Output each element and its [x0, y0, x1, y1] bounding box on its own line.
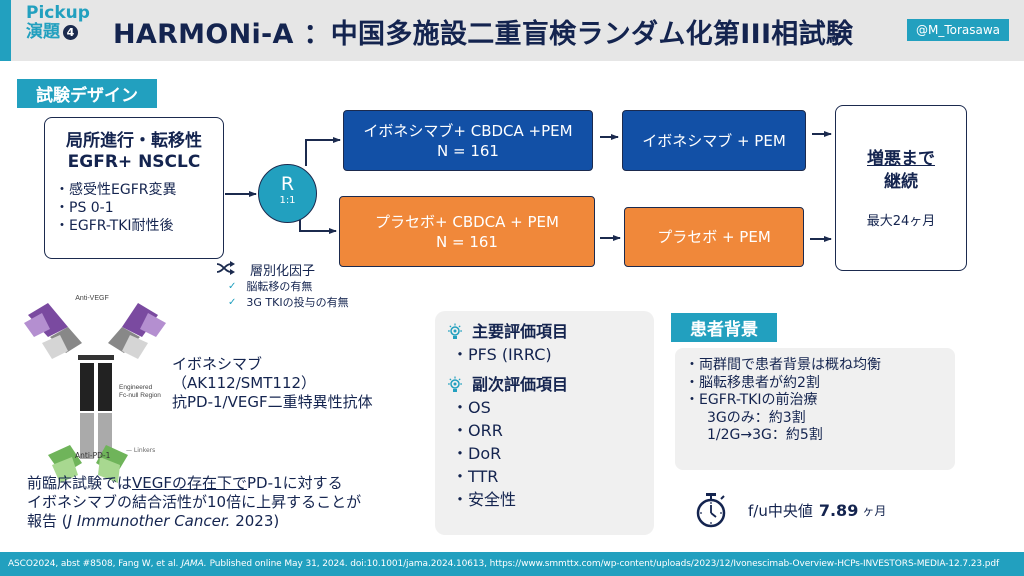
reference-text: Published online May 31, 2024. doi:10.10… [209, 559, 1000, 569]
continuation-max-duration: 最大24ヶ月 [866, 214, 936, 229]
fc-region-right [98, 363, 112, 411]
secondary-endpoint-item: ・DoR [452, 444, 502, 463]
lightbulb-icon [448, 323, 462, 339]
stratification-factor: 3G TKIの投与の有無 [246, 296, 349, 309]
primary-endpoint-item: ・PFS (IRRC) [452, 345, 552, 364]
followup-median: f/u中央値 7.89 ヶ月 [694, 492, 886, 528]
secondary-endpoint-item: ・ORR [452, 421, 503, 440]
randomization-label: R [280, 173, 295, 195]
note-underlined-text: VEGFの存在下で [132, 474, 248, 492]
right-light-chain [122, 335, 148, 359]
slide-header: Pickup 演題 4 HARMONi-A ：中国多施設二重盲検ランダム化第II… [0, 0, 1024, 61]
arm-name: プラセボ+ CBDCA + PEM [375, 212, 559, 231]
stratification-factor: 脳転移の有無 [246, 280, 313, 293]
drug-info: イボネシマブ （AK112/SMT112） 抗PD-1/VEGF二重特異性抗体 [172, 355, 373, 412]
check-icon: ✓ [228, 297, 237, 308]
pickup-text: Pickup [26, 3, 90, 23]
criteria-item: ・PS 0-1 [55, 200, 114, 216]
antibody-structure-diagram: Anti-VEGF Engineered Fc-null Region [24, 295, 166, 459]
label-anti-vegf: Anti-VEGF [75, 295, 108, 302]
endpoints-panel: 主要評価項目 ・PFS (IRRC) 副次評価項目 ・OS ・ORR ・DoR … [435, 311, 654, 535]
secondary-endpoint-item: ・OS [452, 398, 491, 417]
maintenance-ivonescimab: イボネシマブ + PEM [622, 110, 806, 171]
lightbulb-icon [448, 376, 462, 392]
criteria-item: ・EGFR-TKI耐性後 [55, 218, 174, 234]
note-text: 前臨床試験では [27, 474, 133, 492]
stopwatch-icon [696, 493, 726, 528]
followup-unit: ヶ月 [862, 503, 887, 518]
note-text: PD-1に対する [247, 474, 343, 492]
label-linkers: — Linkers [126, 447, 156, 454]
note-text: イボネシマブの結合活性が10倍に上昇することが [27, 493, 362, 511]
left-heavy-chain [50, 327, 82, 353]
right-vegf-domain [122, 303, 158, 337]
arm-placebo-chemo: プラセボ+ CBDCA + PEM N = 161 [339, 196, 595, 267]
patient-sub-item: 3Gのみ：約3割 [707, 409, 806, 426]
arm-ivonescimab-chemo: イボネシマブ+ CBDCA +PEM N = 161 [343, 110, 593, 171]
shuffle-icon [216, 260, 238, 279]
followup-value: 7.89 [818, 500, 859, 520]
session-number-badge: 4 [63, 25, 78, 40]
arm-n: N = 161 [436, 232, 498, 251]
randomization-circle: R 1:1 [258, 164, 317, 223]
left-vegf-domain [28, 303, 68, 337]
label-engineered: Engineered [119, 384, 153, 391]
stratification-label: 層別化因子 [250, 264, 316, 279]
header-accent-bar [0, 0, 11, 61]
patient-item: ・EGFR-TKIの前治療 [685, 392, 818, 408]
patient-item: ・脳転移患者が約2割 [685, 374, 820, 391]
author-handle-badge: @M_Torasawa [907, 19, 1009, 41]
maintenance-name: プラセボ + PEM [657, 228, 771, 246]
randomization-ratio: 1:1 [279, 195, 296, 206]
continuation-title-line1: 増悪まで [867, 149, 935, 169]
continuation-box: 増悪まで 継続 最大24ヶ月 [835, 105, 967, 271]
right-heavy-chain [108, 327, 140, 353]
patient-sub-item: 1/2G→3G：約5割 [707, 427, 823, 443]
check-icon: ✓ [228, 281, 237, 292]
study-design-tag: 試験デザイン [17, 79, 157, 108]
primary-endpoint-label: 主要評価項目 [472, 322, 569, 341]
patient-item: ・両群間で患者背景は概ね均衡 [685, 357, 881, 373]
page-title: HARMONi-A ：中国多施設二重盲検ランダム化第III相試験 [113, 19, 854, 50]
label-fc-null: Fc-null Region [119, 392, 161, 399]
stratification-factors: 層別化因子 ✓ 脳転移の有無 ✓ 3G TKIの投与の有無 [216, 260, 349, 311]
population-title-line1: 局所進行・転移性 [66, 131, 202, 151]
continuation-title-line2: 継続 [884, 172, 918, 192]
population-box: 局所進行・転移性 EGFR+ NSCLC ・感受性EGFR変異 ・PS 0-1 … [44, 117, 224, 259]
left-light-chain [42, 335, 68, 359]
hinge [78, 355, 114, 360]
references-footer: ASCO2024, abst #8508, Fang W, et al. JAM… [0, 552, 1024, 576]
drug-name: イボネシマブ [172, 355, 263, 373]
secondary-endpoint-label: 副次評価項目 [472, 375, 569, 394]
drug-description: 抗PD-1/VEGF二重特異性抗体 [172, 393, 373, 411]
drug-code: （AK112/SMT112） [172, 374, 317, 392]
population-title-line2: EGFR+ NSCLC [67, 152, 201, 172]
fc-region-left [80, 363, 94, 411]
anti-pd1-domains [48, 445, 148, 489]
session-label: 演題 [26, 22, 60, 42]
label-anti-pd1: Anti-PD-1 [75, 451, 111, 460]
followup-label: f/u中央値 [748, 501, 813, 520]
note-text: 2023) [230, 512, 280, 530]
arm-name: イボネシマブ+ CBDCA +PEM [363, 121, 573, 140]
preclinical-note: 前臨床試験ではVEGFの存在下でPD-1に対する イボネシマブの結合活性が10倍… [27, 474, 361, 531]
arrow-randomization-to-arm2 [299, 220, 337, 234]
reference-text: ASCO2024, abst #8508, Fang W, et al. [8, 559, 179, 569]
reference-journal: JAMA. [181, 559, 207, 569]
pickup-label: Pickup 演題 4 [26, 4, 90, 42]
note-journal: J Immunother Cancer. [67, 512, 231, 530]
secondary-endpoint-item: ・安全性 [452, 490, 517, 509]
patient-background-panel: ・両群間で患者背景は概ね均衡 ・脳転移患者が約2割 ・EGFR-TKIの前治療 … [675, 348, 955, 470]
arrow-randomization-to-arm1 [305, 137, 341, 166]
maintenance-name: イボネシマブ + PEM [642, 131, 786, 150]
secondary-endpoint-item: ・TTR [452, 467, 499, 486]
criteria-item: ・感受性EGFR変異 [55, 182, 177, 198]
arm-n: N = 161 [437, 141, 499, 160]
maintenance-placebo: プラセボ + PEM [624, 207, 804, 267]
patient-background-tag: 患者背景 [671, 313, 777, 342]
note-text: 報告 ( [27, 512, 68, 530]
